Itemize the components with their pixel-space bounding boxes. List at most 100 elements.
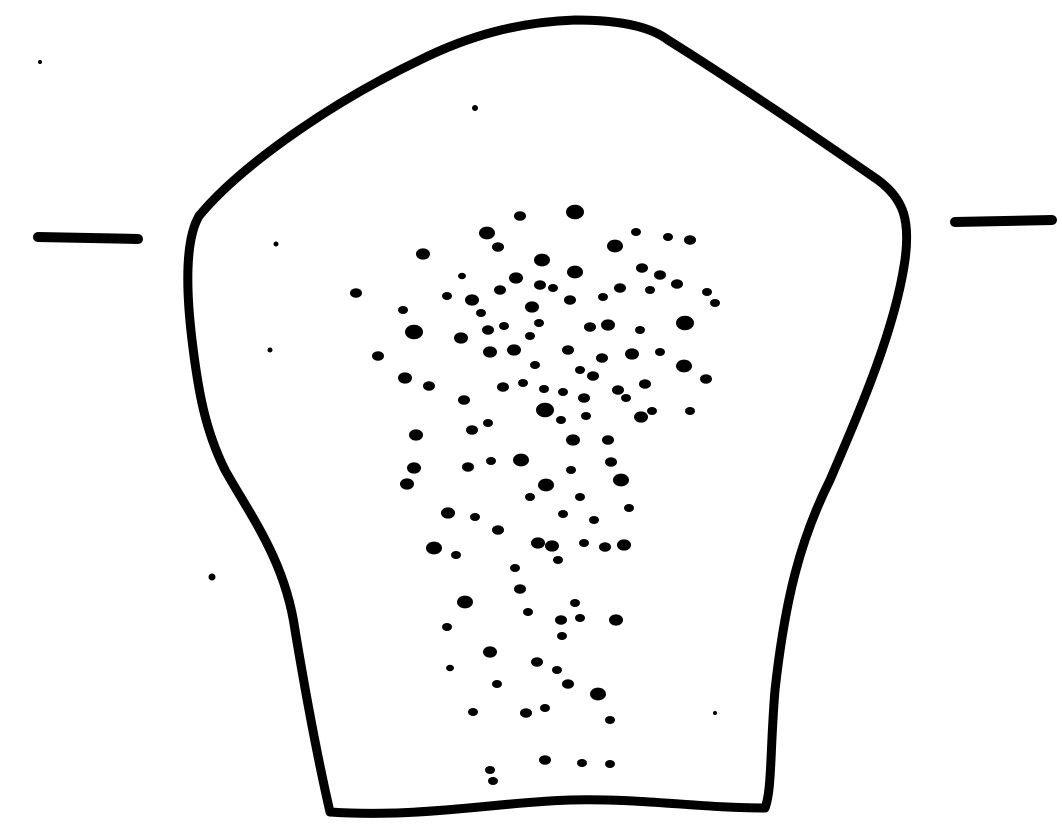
dot — [454, 332, 468, 343]
dot — [639, 379, 651, 389]
dot — [575, 614, 585, 622]
dot — [510, 564, 520, 572]
dot — [538, 479, 554, 492]
dot — [536, 403, 554, 417]
dot — [458, 395, 470, 405]
dot — [513, 454, 529, 467]
dot — [599, 542, 611, 552]
dot — [613, 474, 629, 487]
dot — [584, 322, 596, 332]
dot — [470, 513, 480, 521]
dot — [625, 348, 639, 359]
dot — [497, 382, 509, 392]
dot — [575, 366, 585, 374]
dot — [518, 379, 528, 387]
dot — [598, 293, 608, 301]
dot — [525, 301, 539, 312]
dot — [441, 507, 455, 518]
dot — [468, 708, 478, 716]
dot — [539, 755, 551, 765]
dot — [614, 283, 626, 293]
dot — [539, 385, 549, 393]
dot — [483, 346, 497, 357]
dot — [520, 708, 532, 718]
dot — [488, 777, 498, 785]
dot — [617, 539, 631, 550]
dot — [398, 306, 408, 314]
dot — [558, 388, 568, 396]
dot — [553, 556, 563, 564]
right-tick-mark — [955, 220, 1052, 222]
dot — [612, 385, 624, 395]
dot — [531, 537, 545, 548]
dot — [372, 351, 384, 361]
dot — [558, 510, 568, 518]
dot — [523, 608, 533, 616]
dot — [398, 372, 412, 383]
dot — [556, 416, 566, 424]
dot — [579, 539, 589, 547]
dot — [562, 679, 574, 689]
dot — [602, 435, 614, 445]
dot — [458, 273, 466, 279]
dot — [702, 288, 712, 296]
dot — [655, 348, 665, 356]
dot — [442, 623, 452, 631]
dot — [578, 393, 590, 403]
dot — [492, 680, 502, 688]
dot — [482, 325, 494, 335]
dot — [557, 632, 567, 640]
dot — [590, 688, 606, 701]
dot — [575, 493, 585, 501]
dot — [492, 525, 504, 535]
dot — [596, 353, 608, 363]
dot — [562, 345, 574, 355]
dot — [566, 466, 576, 474]
dot — [494, 285, 506, 295]
dot — [624, 504, 634, 512]
dot — [631, 228, 641, 236]
dot — [567, 266, 583, 279]
dot — [540, 704, 550, 712]
dot — [685, 407, 695, 415]
dot — [676, 316, 694, 330]
dot — [476, 309, 486, 317]
dot — [577, 759, 587, 767]
dot — [507, 344, 521, 355]
dot — [509, 272, 523, 283]
dot — [534, 280, 546, 290]
left-tick-mark — [38, 237, 138, 239]
dot — [486, 457, 496, 465]
dot — [605, 760, 615, 768]
dot — [407, 462, 421, 473]
dot — [645, 286, 655, 294]
dot — [647, 407, 657, 415]
dot — [442, 292, 452, 300]
dot — [710, 299, 720, 307]
dot — [676, 360, 692, 373]
dot — [446, 665, 454, 671]
dot — [700, 374, 712, 384]
dot — [514, 584, 526, 594]
dot — [587, 371, 599, 381]
dot — [525, 493, 535, 501]
dot — [654, 270, 666, 280]
dot — [545, 540, 559, 551]
dot — [400, 478, 414, 489]
dot — [483, 419, 493, 427]
dot — [531, 657, 543, 667]
dot — [684, 235, 696, 245]
dot — [634, 411, 648, 422]
dot — [534, 254, 550, 267]
dot — [525, 332, 535, 340]
dot — [621, 394, 631, 402]
dot — [548, 284, 558, 292]
dot — [423, 381, 435, 391]
dot — [492, 242, 504, 252]
dot — [570, 599, 580, 607]
dot — [671, 279, 683, 289]
dot — [451, 551, 461, 559]
dot — [485, 766, 495, 774]
dot — [457, 596, 473, 609]
